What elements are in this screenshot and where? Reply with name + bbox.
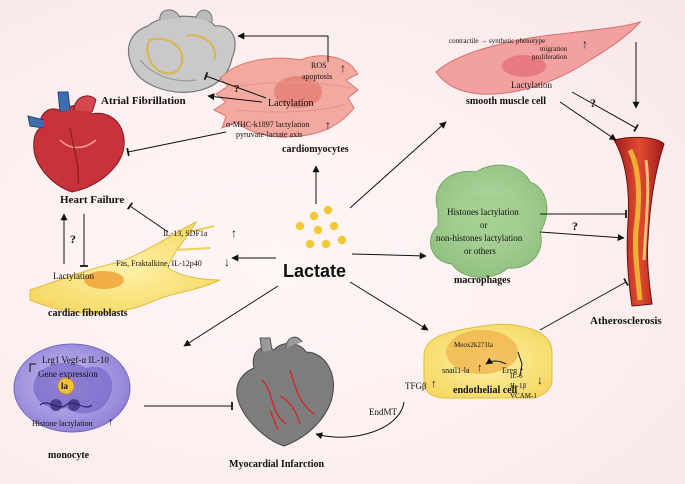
question-mark-af: ? — [234, 83, 240, 95]
endmt-text: EndMT — [369, 407, 397, 417]
monocyte-genes: Lrg1 Vegf-α IL-10 — [42, 355, 109, 365]
question-mark-macrophage: ? — [572, 219, 578, 233]
lactate-label: Lactate — [283, 261, 347, 281]
macrophage-line3: non-histones lactylation — [436, 233, 523, 243]
smc-up-arrow: ↑ — [582, 37, 588, 51]
cardiomyocytes-label: cardiomyocytes — [282, 144, 349, 155]
fibroblast-up-text: IL-13, SDF1a — [163, 229, 208, 238]
endothelial-label: endothelial cell — [453, 385, 518, 396]
heart-failure-label: Heart Failure — [60, 194, 125, 206]
gene-expression-text: Gene expression — [38, 369, 98, 379]
ros-text: ROS — [311, 61, 327, 70]
lactate-molecules — [295, 205, 347, 249]
histone-up-arrow: ↑ — [108, 416, 114, 428]
proliferation-text: proliferation — [532, 53, 567, 61]
apoptosis-text: apoptosis — [302, 72, 333, 81]
atrial-fibrillation-label: Atrial Fibrillation — [101, 95, 186, 107]
mhc-up-arrow: ↑ — [325, 118, 331, 132]
smooth-muscle-illustration — [435, 21, 642, 95]
meox-text: Meox2k271la — [454, 341, 493, 349]
monocyte-label: monocyte — [48, 450, 90, 461]
ereg-text: Ereg — [502, 366, 518, 375]
question-mark-hf: ? — [70, 232, 76, 246]
smooth-muscle-label: smooth muscle cell — [466, 96, 546, 107]
fibroblast-illustration — [29, 220, 221, 314]
migration-text: migration — [540, 45, 568, 53]
cardiomyocyte-lactylation: Lactylation — [268, 98, 314, 109]
macrophages-label: macrophages — [454, 275, 511, 286]
tgfb-up-arrow: ↑ — [431, 378, 437, 390]
cardiac-fibroblasts-label: cardiac fibroblasts — [48, 308, 128, 319]
macrophage-illustration — [430, 164, 548, 278]
ereg-down-arrow: ↓ — [519, 361, 525, 373]
ros-up-arrow: ↑ — [340, 61, 346, 75]
cardiomyocyte-illustration — [213, 55, 359, 138]
cytokine-down-arrow: ↓ — [537, 373, 543, 387]
snail-text: snail1-la — [442, 366, 470, 375]
fibroblast-down-text: Fas, Fraktalkine, IL-12p40 — [116, 259, 202, 268]
atherosclerosis-label: Atherosclerosis — [590, 315, 662, 327]
snail-up-arrow: ↑ — [477, 362, 483, 374]
histone-lactylation-text: Histone lactylation — [32, 419, 93, 428]
il6-text: IL-6 — [510, 372, 523, 380]
pyruvate-text: pyruvate-lactate axis — [236, 130, 303, 139]
fibroblast-lactylation: Lactylation — [53, 271, 94, 281]
question-mark-smc: ? — [590, 96, 596, 110]
macrophage-line1: Histones lactylation — [447, 207, 519, 217]
il1b-text: IL-1β — [510, 382, 526, 390]
phenotype-text: contractile → synthetic phenotype — [449, 37, 546, 45]
fibroblast-down-arrow: ↓ — [224, 255, 230, 269]
myocardial-infarction-label: Myocardial Infarction — [229, 459, 325, 470]
heart-failure-illustration — [27, 91, 125, 193]
smc-lactylation: Lactylation — [511, 80, 552, 90]
monocyte-illustration — [13, 343, 131, 433]
tgfb-text: TFGβ — [405, 381, 427, 391]
la-badge: la — [61, 381, 69, 391]
mhc-text: α-MHC-k1897 lactylation — [226, 120, 310, 129]
atrial-heart-illustration — [127, 9, 236, 93]
connectors — [29, 32, 640, 440]
macrophage-line2: or — [480, 220, 488, 230]
vcam-text: VCAM-1 — [510, 392, 537, 400]
vessel-illustration — [613, 136, 665, 307]
macrophage-line4: or others — [464, 246, 496, 256]
mi-heart-illustration — [236, 336, 334, 447]
fibroblast-up-arrow: ↑ — [231, 226, 237, 240]
